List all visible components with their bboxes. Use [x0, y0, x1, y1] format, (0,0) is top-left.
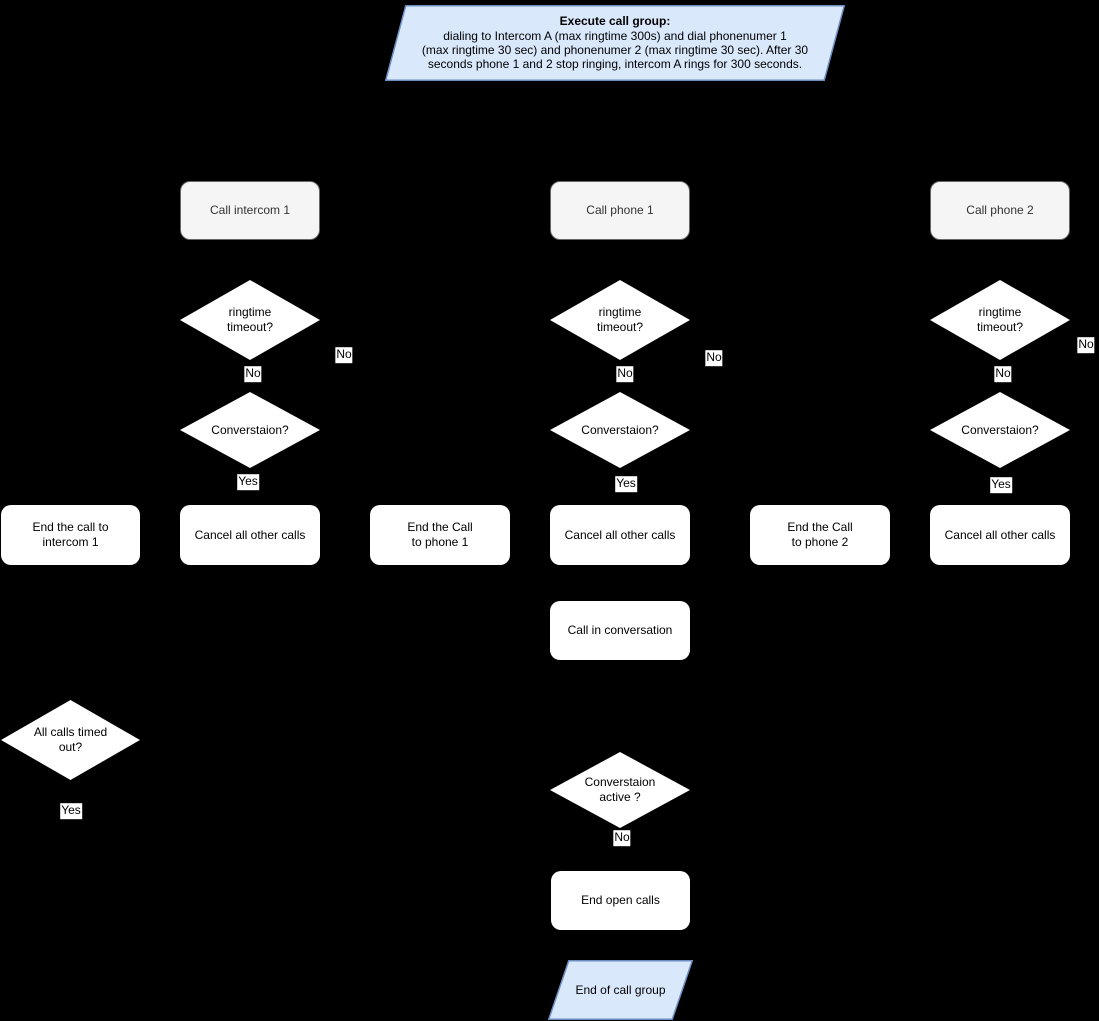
node-label: Converstaion? — [211, 422, 289, 437]
node-call-in-conversation: Call in conversation — [550, 601, 690, 660]
node-label: ringtime timeout? — [976, 305, 1024, 334]
start-text: Execute call group: dialing to Intercom … — [385, 5, 845, 81]
end-label: End of call group — [575, 982, 666, 997]
node-label: ringtime timeout? — [226, 305, 274, 334]
node-end-call-phone-1: End the Call to phone 1 — [370, 505, 510, 565]
node-label: All calls timed out? — [33, 725, 108, 754]
node-end-open-calls: End open calls — [551, 871, 690, 930]
node-label: End the Call to phone 2 — [787, 520, 853, 549]
node-call-intercom-1: Call intercom 1 — [180, 181, 320, 240]
node-cancel-all-other-calls-1: Cancel all other calls — [180, 505, 320, 565]
edge-label-no-below-1: No — [244, 366, 262, 382]
node-label: ringtime timeout? — [596, 305, 644, 334]
edge-label-no-below-2: No — [616, 366, 634, 382]
diamond-ringtime-timeout-3: ringtime timeout? — [930, 280, 1070, 360]
end-parallelogram: End of call group — [548, 960, 693, 1020]
edge-label-no-right-1: No — [335, 347, 353, 363]
parallelogram-outline — [548, 960, 693, 1020]
node-label: End open calls — [581, 893, 660, 907]
edge-label-yes-2: Yes — [615, 476, 637, 492]
node-label: Call in conversation — [567, 623, 673, 637]
node-cancel-all-other-calls-3: Cancel all other calls — [930, 505, 1070, 565]
diamond-conversation-3: Converstaion? — [930, 392, 1070, 468]
start-parallelogram: Execute call group: dialing to Intercom … — [385, 5, 845, 81]
edge-label-yes-all-calls-timed-out: Yes — [60, 803, 82, 819]
edge-label-no-below-3: No — [994, 366, 1012, 382]
diamond-ringtime-timeout-1: ringtime timeout? — [180, 280, 320, 360]
diamond-conversation-active: Converstaion active ? — [550, 752, 690, 828]
node-label: Converstaion? — [961, 422, 1039, 437]
edge-label-no-conversation-active: No — [613, 830, 631, 846]
node-label: Converstaion active ? — [584, 775, 656, 804]
node-call-phone-2: Call phone 2 — [930, 181, 1070, 240]
edge-label-no-right-3: No — [1077, 337, 1095, 353]
node-label: Call phone 1 — [586, 203, 654, 217]
diamond-conversation-1: Converstaion? — [180, 392, 320, 468]
node-label: Converstaion? — [581, 422, 659, 437]
node-label: End the Call to phone 1 — [407, 520, 473, 549]
diamond-all-calls-timed-out: All calls timed out? — [1, 700, 140, 780]
node-cancel-all-other-calls-2: Cancel all other calls — [550, 505, 690, 565]
node-label: Call intercom 1 — [209, 203, 291, 217]
node-label: Cancel all other calls — [194, 527, 306, 542]
edge-label-yes-1: Yes — [237, 474, 259, 490]
node-label: Cancel all other calls — [944, 527, 1056, 542]
start-heading: Execute call group: — [559, 14, 671, 29]
node-end-call-intercom-1: End the call to intercom 1 — [1, 505, 140, 565]
node-label: End the call to intercom 1 — [32, 520, 109, 549]
edge-label-yes-3: Yes — [990, 477, 1012, 493]
edge-label-no-right-2: No — [705, 350, 723, 366]
node-label: Call phone 2 — [966, 203, 1034, 217]
diamond-conversation-2: Converstaion? — [550, 392, 690, 468]
diamond-ringtime-timeout-2: ringtime timeout? — [550, 280, 690, 360]
start-body: dialing to Intercom A (max ringtime 300s… — [421, 28, 809, 72]
node-call-phone-1: Call phone 1 — [550, 181, 690, 240]
end-text: End of call group — [548, 960, 693, 1020]
node-label: Cancel all other calls — [564, 527, 676, 542]
node-end-call-phone-2: End the Call to phone 2 — [750, 505, 890, 565]
parallelogram-outline — [385, 5, 845, 81]
